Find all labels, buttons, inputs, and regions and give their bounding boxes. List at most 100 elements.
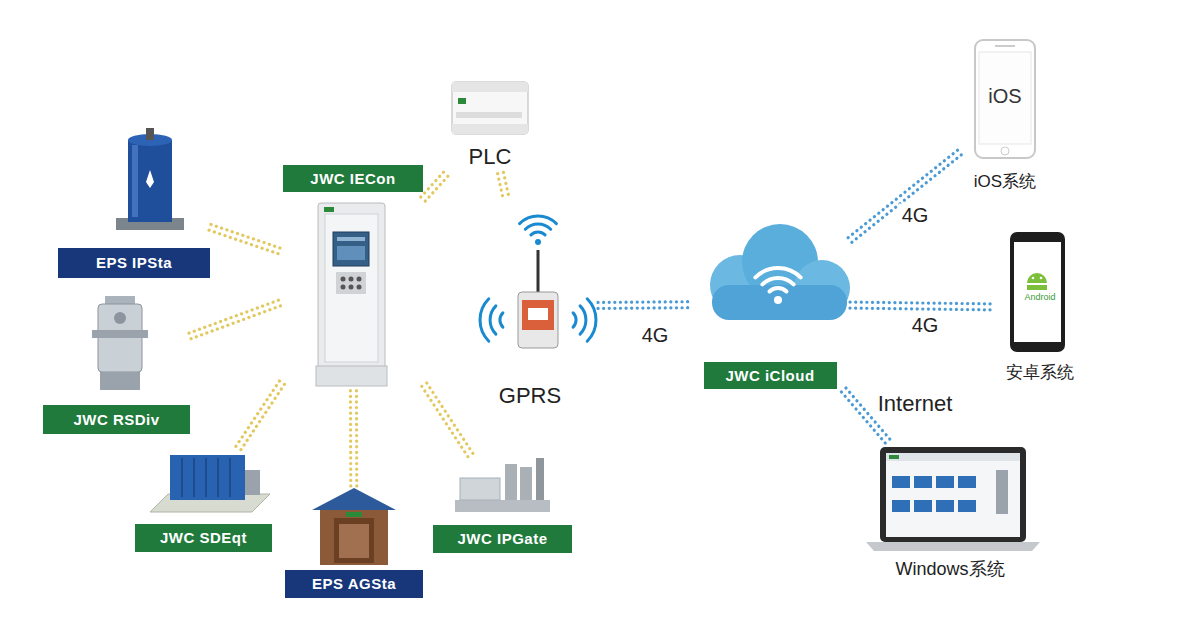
hut-door-panel — [339, 524, 369, 558]
plant-silo — [520, 467, 532, 500]
wifi-dot — [535, 239, 541, 245]
dot-row — [421, 171, 445, 197]
dotted-connector — [189, 299, 284, 339]
cabinet-logo — [324, 207, 334, 212]
badge-text: JWC IECon — [310, 170, 395, 187]
plant-illustration — [455, 458, 550, 512]
signal-arc — [500, 313, 503, 327]
cabinet-illustration — [316, 203, 387, 386]
hut-illustration — [312, 488, 396, 565]
container-ribs — [182, 458, 230, 497]
badge-text: JWC IPGate — [457, 530, 547, 547]
cabinet-key — [349, 285, 354, 290]
plc-logo — [458, 98, 466, 104]
dotted-connector — [209, 225, 284, 256]
dot-row — [850, 308, 995, 310]
phone-screen — [1014, 242, 1061, 342]
device-node: EPS AGSta — [285, 486, 423, 598]
edge-label: 4G — [639, 324, 672, 347]
plant-tower — [536, 458, 544, 500]
label-badge: JWC IPGate — [433, 525, 572, 553]
device-node: JWC SDEqt — [135, 448, 272, 553]
gprs-face — [522, 300, 554, 330]
laptop-base — [866, 542, 1040, 551]
plant-base — [455, 500, 550, 512]
dot-row — [355, 387, 359, 486]
node-text: iOS系统 — [974, 172, 1036, 191]
node-text: PLC — [469, 144, 512, 169]
container-illustration — [150, 455, 270, 512]
dot-row — [191, 305, 284, 339]
wifi-arc — [770, 288, 787, 292]
edge-label: Internet — [875, 391, 956, 416]
laptop-lid — [880, 447, 1026, 542]
device-node: EPS IPSta — [58, 125, 210, 278]
signal-arc — [573, 313, 576, 327]
tank-illustration — [116, 128, 184, 230]
label-block: Windows系统 — [862, 559, 1038, 581]
dot-row — [209, 230, 282, 255]
cabinet-key — [357, 285, 362, 290]
label-block: PLC — [445, 144, 535, 170]
wifi-arc — [531, 232, 545, 235]
label-badge: EPS AGSta — [285, 570, 423, 598]
plc-terminals — [452, 82, 528, 92]
label-badge: JWC RSDiv — [43, 405, 190, 434]
dot-row — [349, 387, 353, 486]
cabinet-screen-panel — [337, 246, 365, 260]
label-block: GPRS — [462, 383, 598, 409]
signal-arc — [580, 306, 586, 334]
device-node: JWC IECon — [283, 165, 423, 387]
cabinet-plinth — [316, 366, 387, 386]
machine-foot — [100, 372, 140, 390]
plc-body — [452, 82, 528, 134]
phone-screen — [979, 52, 1031, 144]
dot-row — [498, 174, 504, 201]
machine-flange — [92, 330, 148, 338]
dot-row — [503, 172, 509, 199]
dotted-connector — [598, 302, 690, 309]
node-text: GPRS — [499, 383, 561, 408]
edge-label: 4G — [909, 314, 942, 337]
tank-body — [128, 140, 172, 222]
signal-arc — [587, 299, 596, 341]
label-block: iOS系统 — [960, 172, 1050, 192]
laptop-illustration — [866, 447, 1040, 551]
dotted-connector — [420, 381, 472, 457]
node-text: Windows系统 — [895, 559, 1004, 579]
screen-tile — [958, 476, 976, 488]
dot-row — [850, 302, 995, 304]
dotted-connector — [236, 379, 286, 449]
gprs-illustration — [480, 216, 596, 341]
screen-logo — [889, 455, 899, 459]
cabinet-door — [325, 214, 378, 362]
gprs-device — [518, 239, 558, 348]
edge-label: 4G — [899, 204, 932, 227]
machine-port — [114, 312, 126, 324]
plc-strip — [456, 112, 522, 118]
gprs-body — [518, 292, 558, 348]
cabinet-key — [349, 277, 354, 282]
container-box — [170, 455, 245, 500]
screen-tile — [914, 476, 932, 488]
signal-arc — [480, 299, 489, 341]
screen-tile — [958, 500, 976, 512]
android-eye — [1032, 277, 1035, 280]
plant-building — [460, 478, 500, 500]
label-badge: JWC SDEqt — [135, 524, 272, 552]
dot-row — [598, 300, 690, 304]
wifi-arc — [525, 224, 550, 229]
screen-tile — [892, 476, 910, 488]
screen-tile — [936, 476, 954, 488]
device-node: iOSiOS系统 — [960, 36, 1050, 196]
node-text: 安卓系统 — [1006, 363, 1074, 382]
cabinet-key — [341, 277, 346, 282]
phone-body — [1010, 232, 1065, 352]
device-node: JWC IPGate — [433, 455, 572, 553]
dot-row — [852, 154, 962, 242]
antenna — [537, 250, 540, 292]
label-badge: EPS IPSta — [58, 248, 210, 278]
plant-silo — [505, 464, 517, 500]
dotted-connector — [498, 172, 510, 200]
